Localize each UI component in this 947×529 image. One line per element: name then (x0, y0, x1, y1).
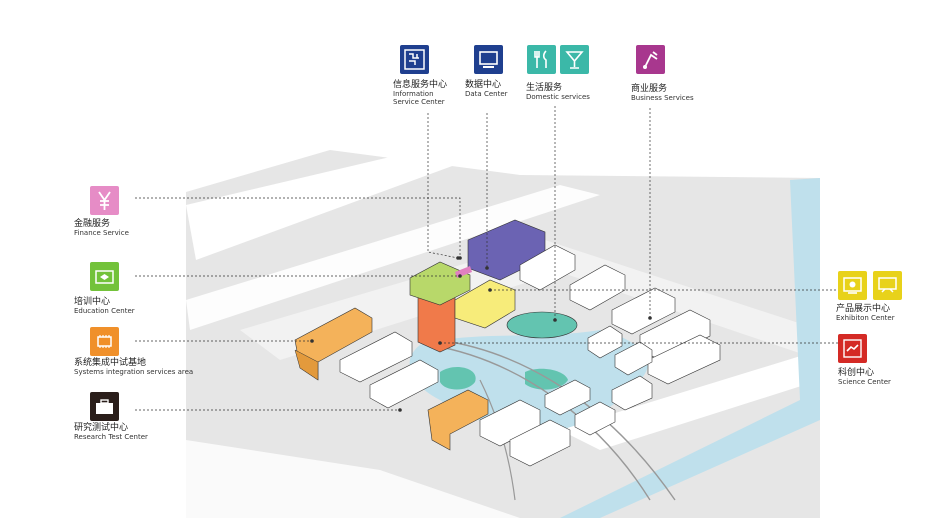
road (186, 150, 455, 260)
business-label: 商业服务 Business Services (631, 84, 694, 103)
shopping-bag-icon (636, 45, 665, 74)
teal-island (440, 367, 476, 390)
exhibit-icon (838, 271, 867, 300)
exhibition-label: 产品展示中心 Exhibiton Center (836, 304, 895, 323)
yen-icon (90, 186, 119, 215)
research-label: 研究测试中心 Research Test Center (74, 423, 148, 442)
domestic-label: 生活服务 Domestic services (526, 83, 590, 102)
leader-dots (310, 256, 652, 412)
handshake-icon (838, 334, 867, 363)
river (560, 178, 820, 518)
presentation-icon (873, 271, 902, 300)
chip-icon (90, 327, 119, 356)
info-label: 信息服务中心 Information Service Center (393, 80, 448, 107)
circuit-board-icon (400, 45, 429, 74)
utensils-icon (527, 45, 556, 74)
graduation-cap-icon (90, 262, 119, 291)
computer-monitor-icon (474, 45, 503, 74)
briefcase-icon (90, 392, 119, 421)
science-label: 科创中心 Science Center (838, 368, 891, 387)
education-label: 培训中心 Education Center (74, 297, 135, 316)
data-label: 数据中心 Data Center (465, 80, 508, 99)
road (186, 440, 520, 518)
road (186, 185, 600, 330)
yellow-block (454, 279, 516, 329)
finance-label: 金融服务 Finance Service (74, 219, 129, 238)
road (560, 350, 820, 450)
green-block (409, 261, 471, 306)
orange-building-side (294, 349, 319, 381)
cocktail-glass-icon (560, 45, 589, 74)
leader-lines (135, 106, 840, 411)
orange-building (427, 389, 489, 451)
teal-plaza (506, 311, 578, 339)
white-buildings (339, 244, 721, 467)
systems-label: 系统集成中试基地 Systems integration services ar… (74, 358, 194, 377)
